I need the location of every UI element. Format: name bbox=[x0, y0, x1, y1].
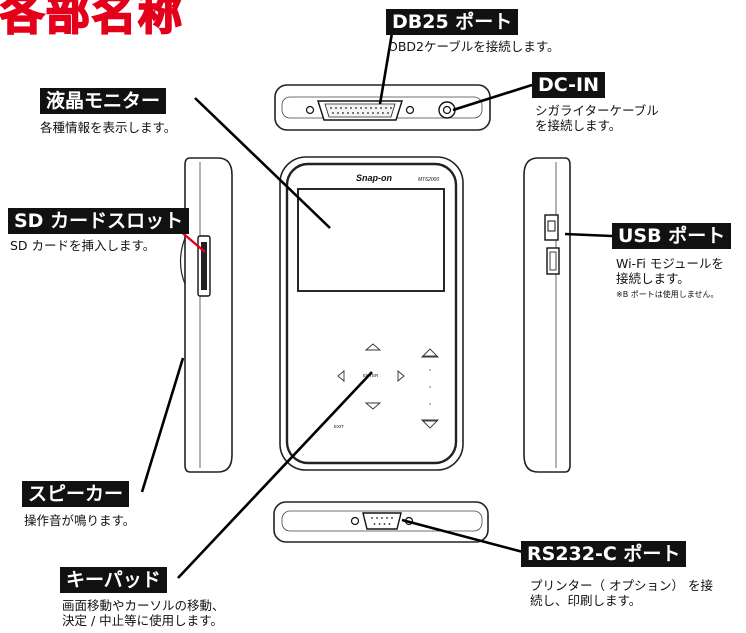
leader-lines bbox=[140, 32, 613, 579]
model-label: MT62000 bbox=[418, 177, 439, 183]
lcd-desc: 各種情報を表示します。 bbox=[40, 120, 177, 135]
down-arrow-icon bbox=[364, 402, 382, 410]
brand-logo: Snap-on bbox=[356, 173, 392, 183]
keypad bbox=[337, 343, 440, 429]
bottom-view bbox=[273, 501, 489, 543]
db25-label: DB25 ポート bbox=[386, 9, 519, 35]
sd-label: SD カードスロット bbox=[8, 208, 190, 234]
dcin-desc-2: を接続します。 bbox=[535, 118, 622, 133]
dcin-label: DC-IN bbox=[532, 72, 606, 98]
db25-connector bbox=[305, 100, 415, 121]
lcd-leader bbox=[194, 97, 331, 229]
lcd-monitor bbox=[297, 188, 445, 292]
keypad-label: キーパッド bbox=[60, 567, 167, 593]
usb-desc-2: 接続します。 bbox=[616, 271, 690, 286]
page-up-icon bbox=[420, 348, 440, 358]
speaker-label: スピーカー bbox=[22, 481, 130, 507]
usb-label: USB ポート bbox=[612, 223, 732, 249]
rs232-desc-2: 続し、印刷します。 bbox=[530, 593, 642, 608]
rs232-leader bbox=[401, 518, 524, 554]
exit-key-label: EXIT bbox=[334, 424, 344, 429]
front-view: Snap-on MT62000 ENTER EXIT bbox=[279, 156, 464, 471]
dc-in-jack bbox=[438, 101, 456, 119]
keypad-desc-1: 画面移動やカーソルの移動、 bbox=[62, 598, 225, 613]
speaker-leader bbox=[140, 357, 185, 493]
enter-key-label: ENTER bbox=[363, 373, 379, 378]
left-arrow-icon bbox=[337, 370, 345, 382]
page-title: 各部名称 bbox=[0, 0, 184, 41]
usb-note: ※B ポートは使用しません。 bbox=[616, 290, 719, 299]
sd-desc: SD カードを挿入します。 bbox=[10, 238, 156, 253]
usb-b-port bbox=[544, 214, 559, 241]
page-down-icon bbox=[420, 419, 440, 429]
right-arrow-icon bbox=[397, 370, 405, 382]
rs232-desc-1: プリンター（ オプション） を接 bbox=[530, 578, 713, 593]
speaker-desc: 操作音が鳴ります。 bbox=[24, 513, 136, 528]
usb-desc-1: Wi-Fi モジュールを bbox=[616, 256, 724, 271]
db25-leader bbox=[378, 32, 394, 105]
top-view bbox=[274, 84, 491, 131]
up-arrow-icon bbox=[364, 343, 382, 351]
rs232-label: RS232-C ポート bbox=[521, 541, 687, 567]
lcd-label: 液晶モニター bbox=[40, 88, 167, 114]
usb-a-port bbox=[546, 247, 560, 275]
db25-desc: OBD2ケーブルを接続します。 bbox=[388, 39, 560, 54]
keypad-leader bbox=[177, 371, 373, 579]
keypad-desc-2: 決定 / 中止等に使用します。 bbox=[62, 613, 223, 628]
right-side-view bbox=[523, 157, 571, 473]
left-side-view bbox=[179, 157, 233, 473]
dcin-leader bbox=[452, 83, 533, 112]
sd-card-slot bbox=[197, 235, 211, 297]
dcin-desc-1: シガライターケーブル bbox=[535, 103, 659, 118]
usb-leader bbox=[564, 232, 613, 238]
